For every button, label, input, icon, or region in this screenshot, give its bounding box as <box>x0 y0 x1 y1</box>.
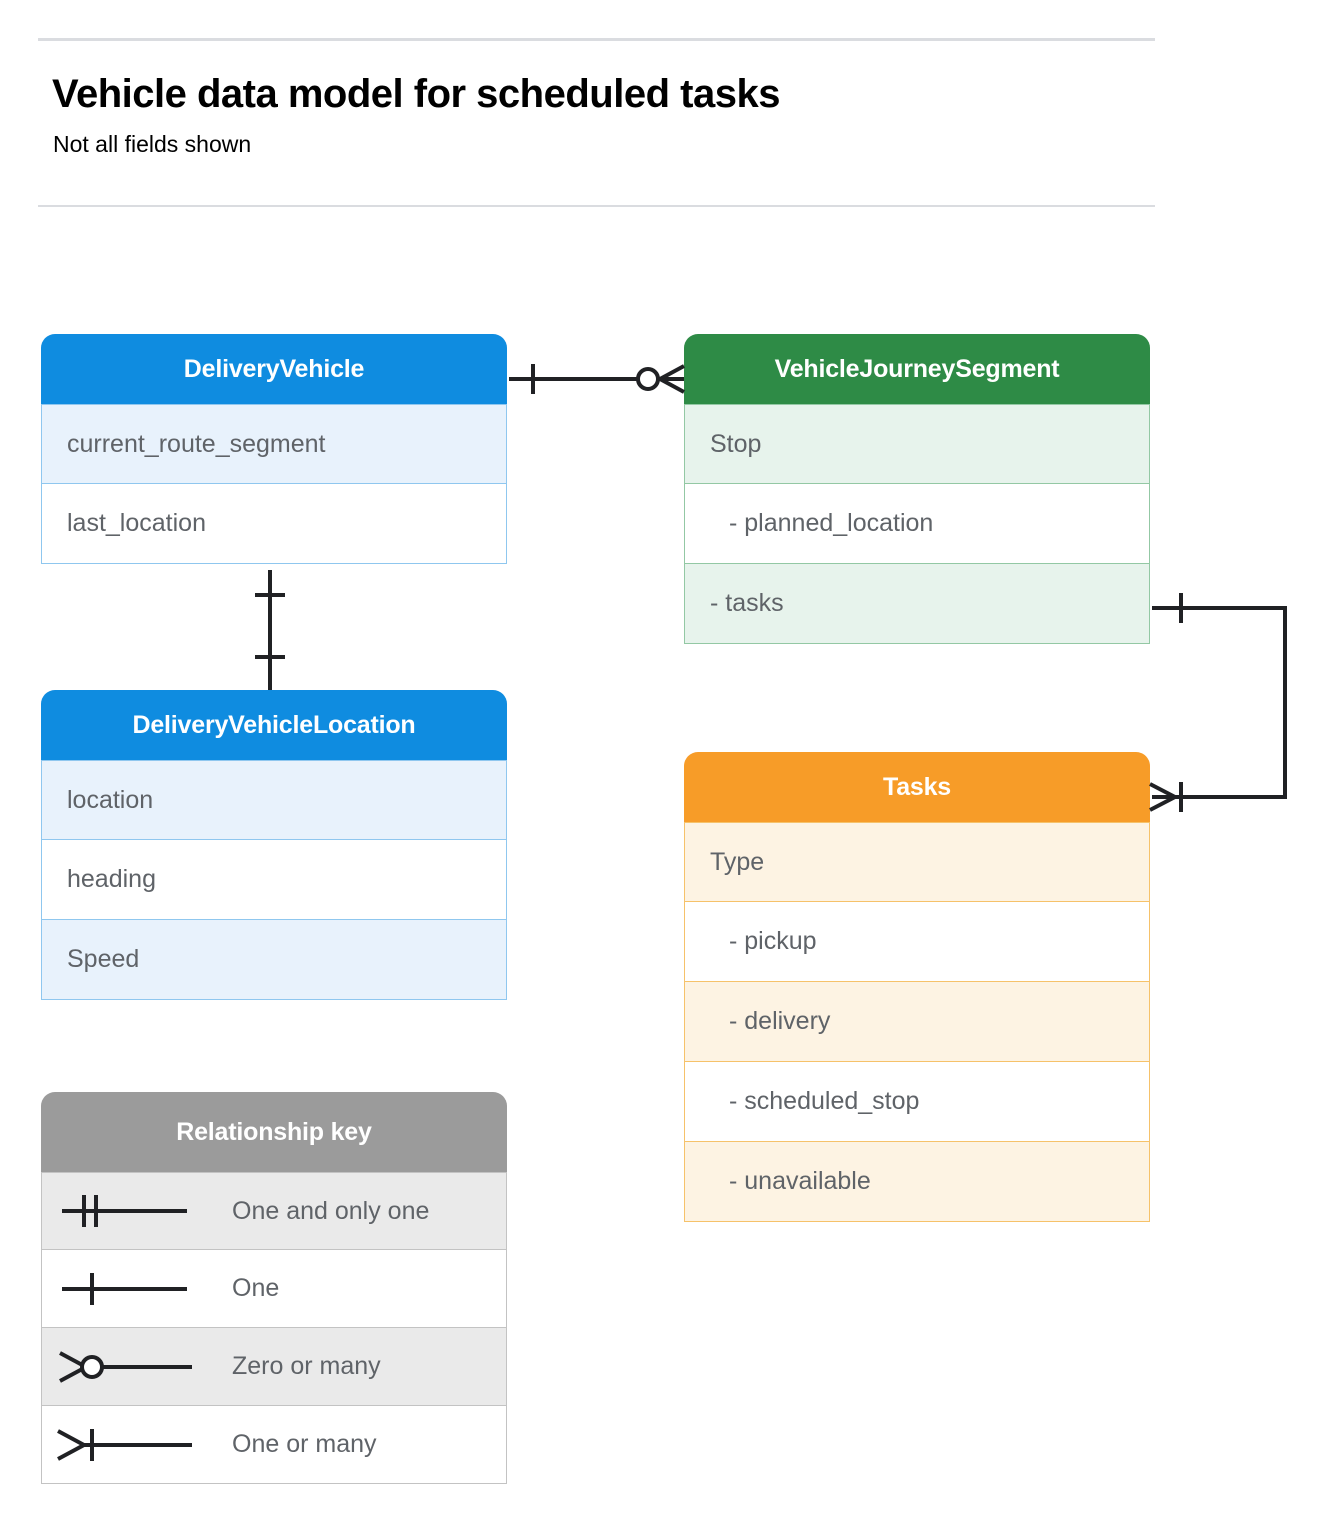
relationship-key-items: One and only one One Zero or many <box>41 1172 507 1484</box>
connector-journeysegment-tasks <box>1149 593 1287 812</box>
field-row: - pickup <box>684 902 1150 982</box>
field-row: Stop <box>684 404 1150 484</box>
field-row: - tasks <box>684 564 1150 644</box>
zero-or-many-icon <box>59 1350 192 1383</box>
field-row: Speed <box>41 920 507 1000</box>
connector-deliveryvehicle-journeysegment <box>509 364 685 394</box>
one-or-many-icon <box>57 1428 192 1461</box>
entity-delivery-vehicle-location[interactable]: DeliveryVehicleLocation location heading… <box>41 690 507 1000</box>
entity-tasks-fields: Type - pickup - delivery - scheduled_sto… <box>684 822 1150 1222</box>
field-row: - scheduled_stop <box>684 1062 1150 1142</box>
legend-item-one: One <box>41 1250 507 1328</box>
legend-label: One and only one <box>232 1196 430 1225</box>
entity-delivery-vehicle-location-fields: location heading Speed <box>41 760 507 1000</box>
header-divider-top <box>38 38 1155 41</box>
legend-label: One or many <box>232 1430 377 1458</box>
field-row: last_location <box>41 484 507 564</box>
entity-delivery-vehicle[interactable]: DeliveryVehicle current_route_segment la… <box>41 334 507 564</box>
entity-vehicle-journey-segment-header: VehicleJourneySegment <box>684 334 1150 404</box>
relationship-key-header: Relationship key <box>41 1092 507 1172</box>
field-row: - delivery <box>684 982 1150 1062</box>
entity-vehicle-journey-segment[interactable]: VehicleJourneySegment Stop - planned_loc… <box>684 334 1150 644</box>
connector-deliveryvehicle-vehiclelocation <box>255 570 285 690</box>
header-divider-bottom <box>38 205 1155 207</box>
field-row: heading <box>41 840 507 920</box>
relationship-key-legend[interactable]: Relationship key One and only one One <box>41 1092 507 1484</box>
field-row: Type <box>684 822 1150 902</box>
legend-label: Zero or many <box>232 1352 381 1380</box>
page-title: Vehicle data model for scheduled tasks <box>52 72 780 116</box>
legend-item-one-and-only-one: One and only one <box>41 1172 507 1250</box>
entity-delivery-vehicle-location-header: DeliveryVehicleLocation <box>41 690 507 760</box>
legend-item-one-or-many: One or many <box>41 1406 507 1484</box>
legend-item-zero-or-many: Zero or many <box>41 1328 507 1406</box>
page-subtitle: Not all fields shown <box>53 131 252 157</box>
entity-delivery-vehicle-header: DeliveryVehicle <box>41 334 507 404</box>
entity-delivery-vehicle-fields: current_route_segment last_location <box>41 404 507 564</box>
one-icon <box>62 1272 187 1305</box>
entity-vehicle-journey-segment-fields: Stop - planned_location - tasks <box>684 404 1150 644</box>
entity-tasks[interactable]: Tasks Type - pickup - delivery - schedul… <box>684 752 1150 1222</box>
field-row: - planned_location <box>684 484 1150 564</box>
field-row: current_route_segment <box>41 404 507 484</box>
entity-tasks-header: Tasks <box>684 752 1150 822</box>
legend-label: One <box>232 1274 280 1302</box>
field-row: - unavailable <box>684 1142 1150 1222</box>
one-and-only-one-icon <box>62 1195 187 1227</box>
field-row: location <box>41 760 507 840</box>
